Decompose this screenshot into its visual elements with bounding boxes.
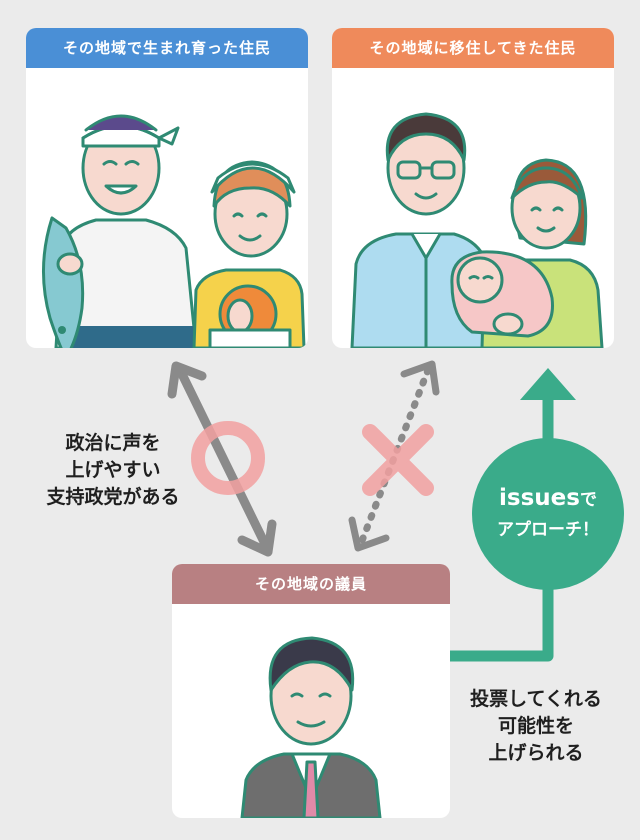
negative-mark-icon — [362, 424, 434, 496]
native-residents-illustration — [41, 114, 306, 348]
issues-service-name: issues — [499, 485, 580, 511]
issues-bubble — [472, 438, 624, 590]
migrant-residents-title: その地域に移住してきた住民 — [332, 28, 614, 68]
native-rep-description: 政治に声を 上げやすい 支持政党がある — [46, 432, 180, 508]
positive-mark-icon — [191, 421, 265, 495]
native-residents-title: その地域で生まれ育った住民 — [26, 28, 308, 68]
issues-bubble-text: issuesで アプローチ！ — [472, 484, 624, 544]
native-residents-card: その地域で生まれ育った住民 — [26, 28, 308, 348]
migrant-residents-illustration — [350, 112, 604, 348]
issues-path-description: 投票してくれる 可能性を 上げられる — [470, 688, 602, 764]
issues-suffix: で — [579, 490, 597, 510]
representative-title: その地域の議員 — [172, 564, 450, 604]
representative-illustration — [240, 636, 382, 818]
issues-action: アプローチ！ — [497, 520, 599, 540]
representative-card: その地域の議員 — [172, 564, 450, 818]
migrant-residents-card: その地域に移住してきた住民 — [332, 28, 614, 348]
native-rep-arrow — [167, 361, 277, 557]
